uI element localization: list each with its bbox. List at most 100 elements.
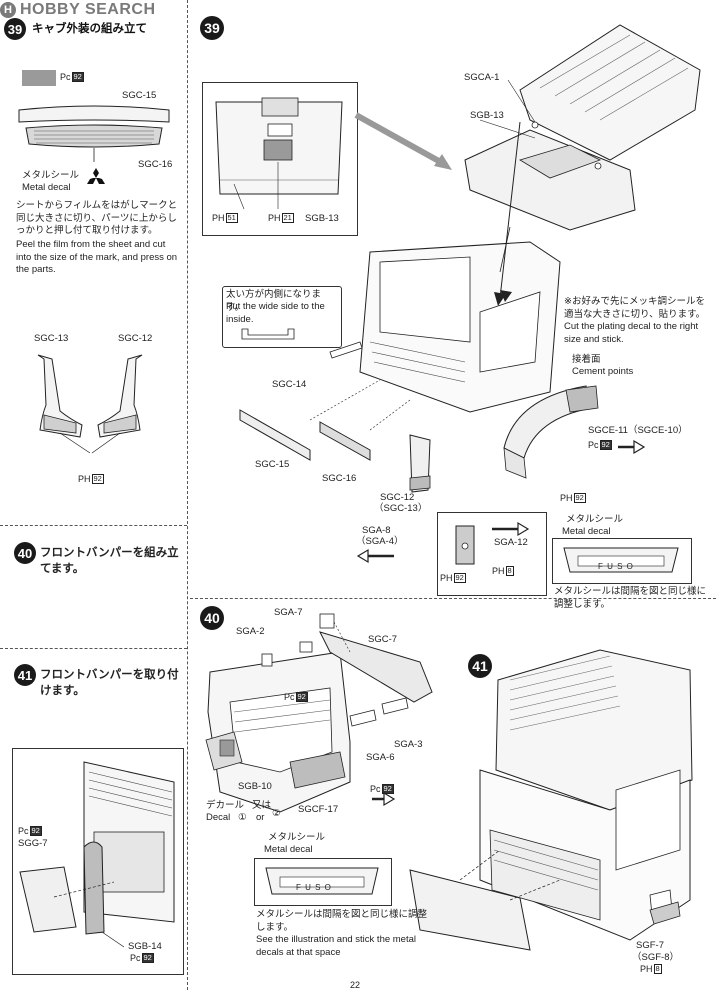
paint-prefix: PH [78, 474, 91, 484]
paint-code-ph92-fender: PH 92 [560, 493, 586, 503]
step-39-instruction-jp: シートからフィルムをはがしマークと同じ大きさに切り、パーツに上からしっかりと押し… [16, 200, 178, 236]
sga12-part-illustration [455, 525, 475, 565]
paint-code-number: 92 [381, 784, 394, 794]
bumper-assembly-illustration [205, 613, 433, 813]
label-sgg7: SGG-7 [18, 838, 48, 849]
paint-prefix: PH [268, 213, 281, 223]
roof-inner-illustration [215, 97, 343, 210]
page-number: 22 [350, 980, 361, 990]
label-sgb14: SGB-14 [128, 941, 162, 952]
adjust-note-jp-s41: メタルシールは間隔を図と同じ様に調整します。 [256, 909, 428, 933]
paint-code-ph8-sgf7: PH 8 [640, 964, 662, 974]
step-39-title: キャブ外装の組み立て [32, 23, 147, 35]
metal-decal-en-s41: Metal decal [264, 844, 313, 855]
wide-side-profile-icon [241, 328, 295, 340]
label-sgb10: SGB-10 [238, 781, 272, 792]
label-sga2: SGA-2 [236, 626, 265, 637]
step-39-instruction-en: Peel the film from the sheet and cut int… [16, 239, 178, 275]
fuso-grille-illustration-s41 [265, 867, 379, 895]
label-sgc15-left: SGC-15 [122, 90, 157, 101]
wide-side-note-jp: 太い方が内側になります。 [226, 289, 322, 313]
label-sgcf17: SGCF-17 [298, 804, 339, 815]
label-sgc14: SGC-14 [272, 379, 307, 390]
label-sga7: SGA-7 [274, 607, 303, 618]
or-en: or [256, 812, 265, 823]
grille-bars-illustration [239, 341, 411, 461]
fuso-grille-illustration-s39 [563, 547, 679, 573]
decal-en: Decal [206, 812, 231, 823]
paint-swatch [22, 70, 56, 86]
label-sgf8-paren: （SGF-8） [632, 952, 679, 963]
paint-code-pc92-sgb14: Pc 92 [130, 953, 154, 963]
divider-left-39-40 [0, 525, 187, 526]
cement-points-en: Cement points [572, 366, 634, 377]
wide-side-note-en: Put the wide side to the inside. [226, 301, 325, 325]
truck-cab-illustration [409, 649, 693, 951]
label-sgb13-top: SGB-13 [470, 110, 504, 121]
paint-prefix: PH [212, 213, 225, 223]
roof-to-cab-arrow [494, 121, 521, 306]
label-sgc12-left: SGC-12 [118, 333, 153, 344]
metal-decal-en-s39: Metal decal [562, 526, 611, 537]
paint-code-number: 8 [653, 964, 662, 974]
paint-code-number: 92 [573, 493, 586, 503]
inset-pointer-arrow [354, 112, 452, 170]
paint-code-ph51: PH 51 [212, 213, 238, 223]
label-sgc13-paren: （SGC-13） [374, 503, 428, 514]
metal-seal-jp-s39: メタルシール [566, 514, 624, 525]
label-sga8: SGA-8 [362, 525, 391, 536]
watermark-logo-icon: H [0, 2, 16, 18]
label-sgce11: SGCE-11（SGCE-10） [588, 425, 688, 436]
paint-code-pc92: Pc 92 [60, 72, 84, 82]
option-1: ① [238, 812, 247, 823]
side-lamp-illustration [409, 434, 431, 493]
label-sgc15-main: SGC-15 [255, 459, 290, 470]
label-sga6: SGA-6 [366, 752, 395, 763]
fender-illustration [503, 385, 599, 479]
label-metal-decal-en: Metal decal [22, 182, 71, 193]
bumper-bracket-illustration [19, 761, 175, 948]
fuso-text-s41: F U S O [296, 883, 332, 892]
paint-code-pc92-sgcf17: Pc 92 [370, 784, 394, 794]
paint-code-pc92-fender: Pc 92 [588, 440, 612, 450]
label-sgc13-left: SGC-13 [34, 333, 69, 344]
divider-right-39-40 [190, 598, 716, 599]
paint-code-number: 92 [599, 440, 612, 450]
decal-jp: デカール [206, 800, 245, 811]
double-arrow-left-icon [356, 548, 394, 564]
side-panel-parts-illustration [37, 354, 143, 454]
paint-prefix: Pc [60, 72, 71, 82]
label-sgb13-inset: SGB-13 [305, 213, 339, 224]
step-41-number-badge-left: 41 [14, 664, 36, 686]
paint-prefix: Pc [588, 440, 599, 450]
cab-body-illustration [359, 226, 561, 413]
label-sgc16-left: SGC-16 [138, 159, 173, 170]
step-39-number-badge: 39 [4, 18, 26, 40]
grille-parts-illustration [18, 105, 170, 162]
paint-prefix: Pc [130, 953, 141, 963]
paint-code-ph92-sga12: PH 92 [440, 573, 466, 583]
plating-note-jp: ※お好みで先にメッキ調シールを適当な大きさに切り、貼ります。 [564, 296, 706, 320]
paint-prefix: Pc [18, 826, 29, 836]
paint-code-number: 51 [225, 213, 238, 223]
watermark: H HOBBY SEARCH [0, 0, 170, 20]
label-sgf7: SGF-7 [636, 940, 664, 951]
mitsubishi-logo-icon [87, 168, 105, 184]
paint-code-number: 92 [71, 72, 84, 82]
fuso-text-s39: F U S O [598, 562, 634, 571]
adjust-note-en-s41: See the illustration and stick the metal… [256, 934, 417, 958]
or-jp: 又は [252, 800, 272, 811]
label-sga12: SGA-12 [494, 537, 528, 548]
step-40-number-badge-main: 40 [200, 606, 224, 630]
double-arrow-right-icon-fender [618, 439, 646, 455]
double-arrow-right-icon-bumper [372, 791, 396, 807]
double-arrow-right-icon [492, 521, 530, 537]
roof-assembly-illustration [464, 24, 701, 231]
step-41-number-badge-main: 41 [468, 654, 492, 678]
paint-prefix: PH [492, 566, 505, 576]
watermark-text: HOBBY SEARCH [20, 1, 156, 18]
label-sgc12-main: SGC-12 [380, 492, 415, 503]
plating-note-en: Cut the plating decal to the right size … [564, 321, 699, 345]
step-39-number-badge-main: 39 [200, 16, 224, 40]
paint-prefix: PH [640, 964, 653, 974]
